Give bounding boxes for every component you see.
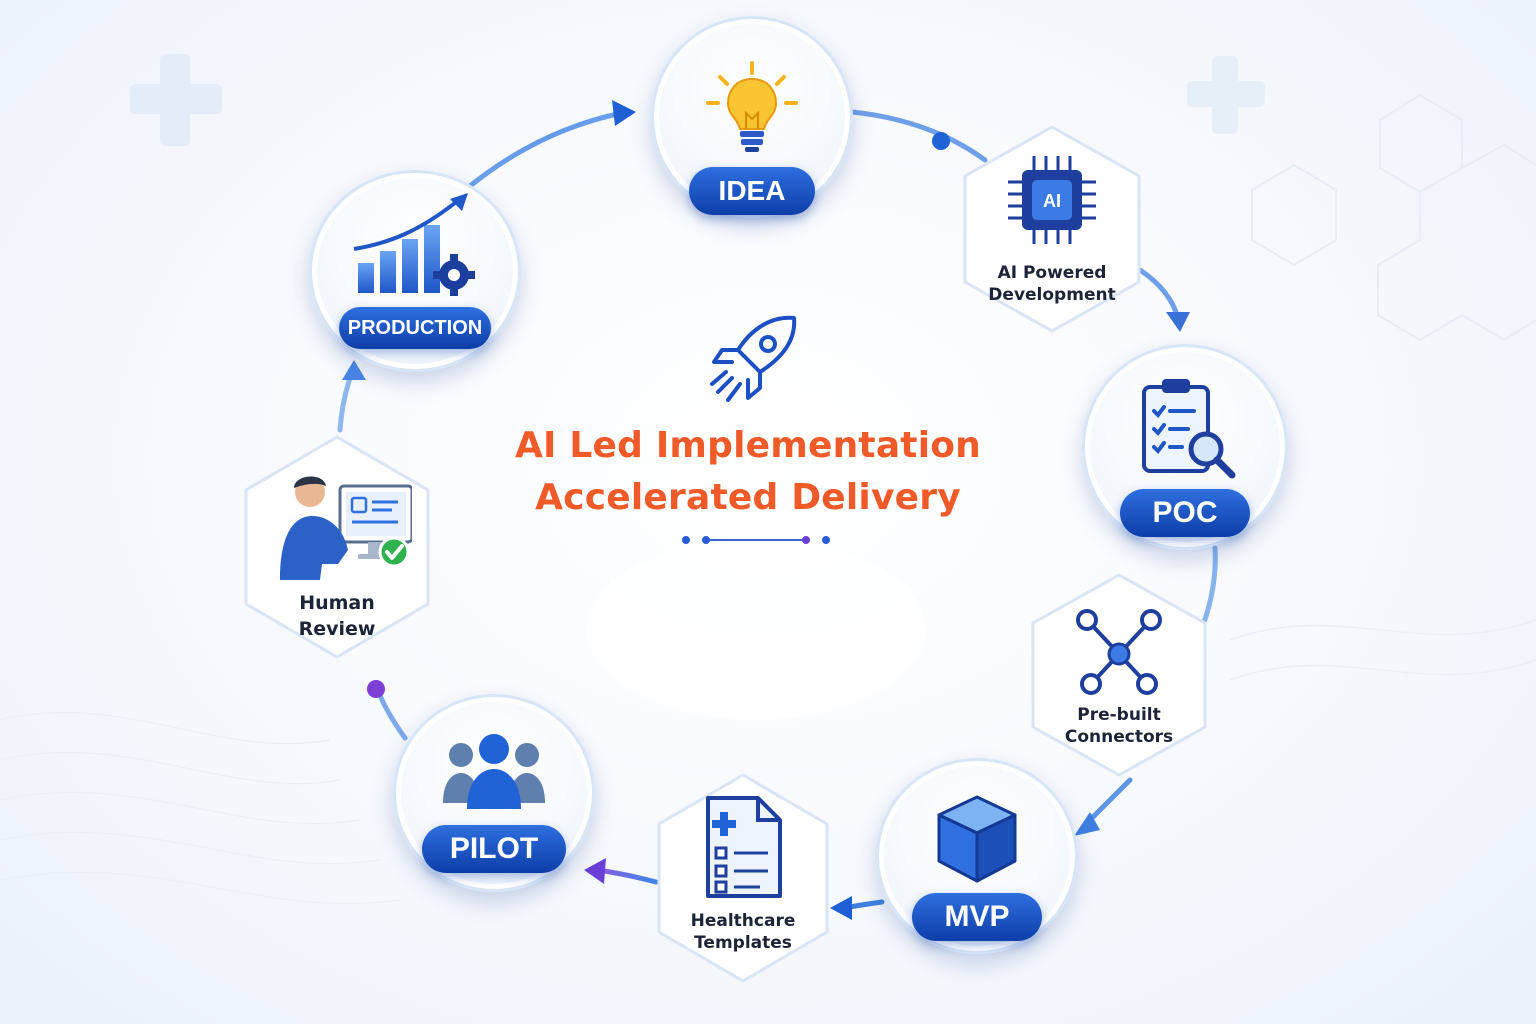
team-people-icon (443, 734, 545, 809)
diagram-title: AI Led Implementation Accelerated Delive… (468, 420, 1028, 524)
cube-icon (937, 795, 1017, 883)
title-divider (682, 536, 830, 544)
clipboard-search-icon (1142, 379, 1236, 479)
enabler-healthcare-templates[interactable]: Healthcare Templates (654, 772, 832, 984)
person-at-computer-icon (280, 476, 412, 580)
enabler-human-review[interactable]: Human Review (242, 434, 432, 660)
stage-mvp[interactable]: MVP (876, 758, 1078, 954)
network-nodes-icon (1076, 609, 1162, 695)
connector-idea-to-ai-dev (849, 109, 988, 163)
connector-review-to-production (337, 369, 355, 433)
enabler-connectors[interactable]: Pre-built Connectors (1028, 572, 1210, 778)
stage-poc[interactable]: POC (1082, 344, 1288, 550)
stage-label-mvp: MVP (912, 893, 1042, 941)
stage-label-idea: IDEA (689, 167, 815, 215)
decor-waves (0, 619, 1536, 905)
stage-label-poc: POC (1120, 489, 1250, 537)
connector-pilot-to-review (375, 687, 408, 741)
ai-chip-text: AI (1043, 191, 1061, 211)
stage-pilot[interactable]: PILOT (393, 694, 595, 892)
enabler-label-ai-development: AI Powered Development (988, 263, 1116, 305)
growth-chart-gear-icon (353, 193, 475, 296)
flow-arrowheads (342, 100, 1190, 920)
connector-templates-to-pilot (595, 867, 659, 885)
connector-production-to-idea (467, 110, 625, 189)
stage-production[interactable]: PRODUCTION (309, 170, 521, 372)
ai-chip-icon: AI (1008, 156, 1096, 244)
decor-hex-network (1251, 93, 1536, 342)
decor-plus-left (130, 54, 222, 146)
title-line-1: AI Led Implementation (514, 425, 982, 466)
lightbulb-icon (706, 61, 798, 152)
enabler-ai-development[interactable]: AI AI Powered Development (960, 124, 1144, 334)
enabler-label-human-review: Human Review (298, 592, 376, 640)
connector-ai-dev-to-poc (1137, 267, 1181, 321)
stage-idea[interactable]: IDEA (651, 16, 853, 218)
stage-label-pilot: PILOT (422, 825, 566, 873)
enabler-label-healthcare-templates: Healthcare Templates (690, 911, 796, 953)
rocket-icon (710, 315, 797, 402)
medical-document-icon (706, 796, 782, 898)
stage-label-production: PRODUCTION (339, 307, 491, 349)
decor-plus-right (1187, 56, 1265, 134)
enabler-label-connectors: Pre-built Connectors (1064, 705, 1174, 747)
title-line-2: Accelerated Delivery (535, 477, 961, 518)
